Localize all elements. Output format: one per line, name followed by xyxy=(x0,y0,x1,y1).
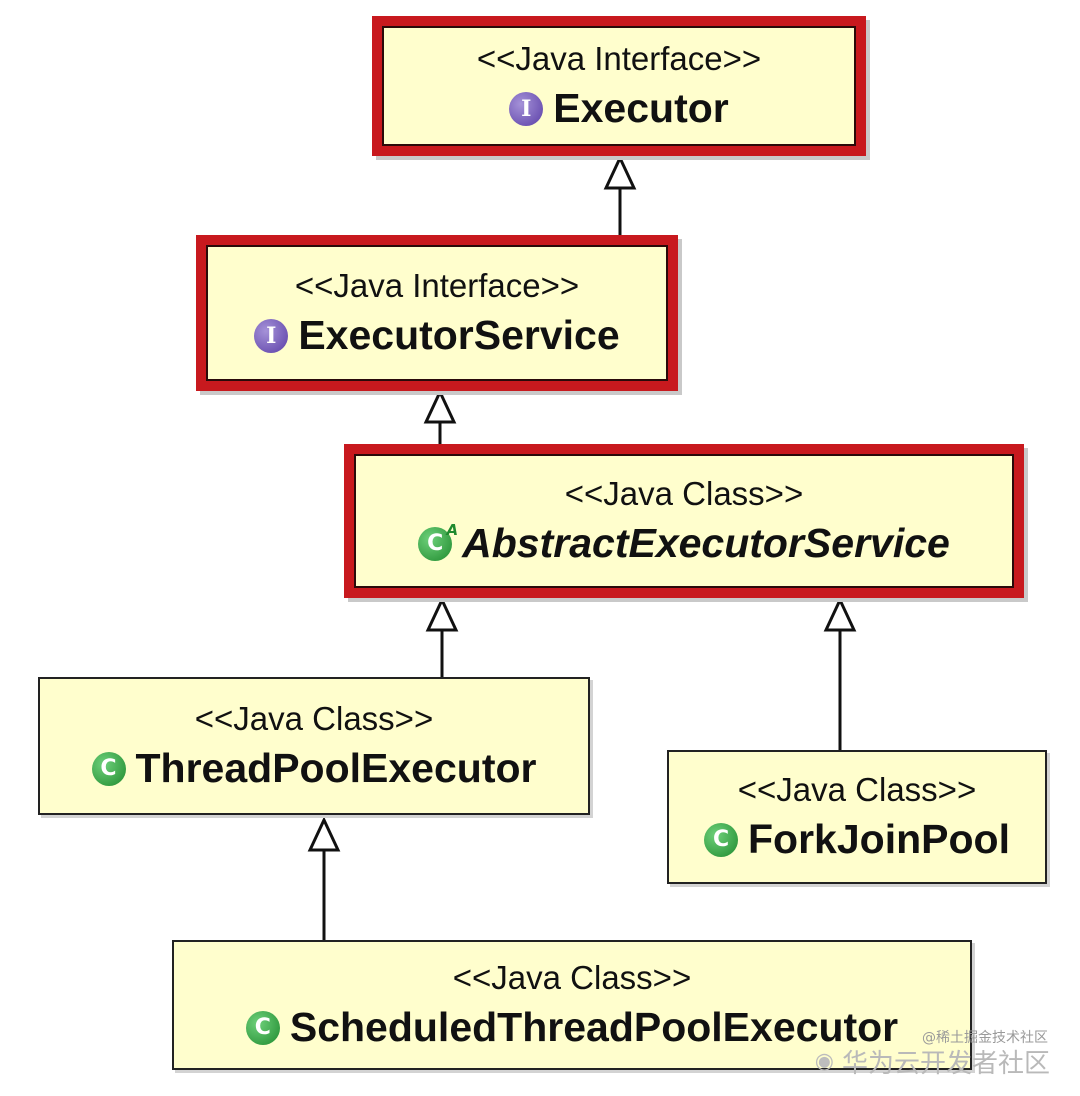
generalization-arrowhead xyxy=(823,596,857,632)
type-name: ExecutorService xyxy=(298,312,620,359)
type-name-row: I ExecutorService xyxy=(254,312,620,359)
type-name-row: C ForkJoinPool xyxy=(704,817,1010,862)
generalization-arrowhead xyxy=(603,154,637,190)
type-name: AbstractExecutorService xyxy=(462,520,950,567)
type-name-row: C ScheduledThreadPoolExecutor xyxy=(245,1004,899,1051)
type-name-row: I Executor xyxy=(509,85,729,132)
interface-icon: I xyxy=(254,318,289,353)
type-name: ScheduledThreadPoolExecutor xyxy=(289,1004,899,1051)
type-name: Executor xyxy=(553,85,729,132)
generalization-arrowhead xyxy=(307,816,341,852)
watermark-sub-text: @稀土掘金技术社区 xyxy=(922,1030,1048,1046)
stereotype-label: <<Java Class>> xyxy=(452,959,692,997)
threadpoolexecutor-class-box: <<Java Class>> C ThreadPoolExecutor xyxy=(38,677,590,815)
weibo-icon: ◉ xyxy=(814,1049,834,1074)
type-name: ForkJoinPool xyxy=(748,816,1010,863)
stereotype-label: <<Java Class>> xyxy=(194,700,434,738)
class-icon: C xyxy=(704,822,739,857)
interface-icon: I xyxy=(509,91,544,126)
scheduledthreadpoolexecutor-class-box: <<Java Class>> C ScheduledThreadPoolExec… xyxy=(172,940,972,1070)
generalization-arrowhead xyxy=(425,596,459,632)
type-name-row: C ThreadPoolExecutor xyxy=(91,745,537,792)
executorservice-interface-box: <<Java Interface>> I ExecutorService xyxy=(196,235,678,391)
stereotype-label: <<Java Class>> xyxy=(737,771,977,809)
generalization-arrowhead xyxy=(423,388,457,424)
stereotype-label: <<Java Interface>> xyxy=(294,267,580,305)
watermark-text: 华为云开发者社区 xyxy=(841,1049,1050,1079)
executor-interface-box: <<Java Interface>> I Executor xyxy=(372,16,866,156)
watermark: @稀土掘金技术社区 ◉ 华为云开发者社区 xyxy=(814,1030,1050,1080)
type-name: ThreadPoolExecutor xyxy=(135,745,537,792)
class-icon: C xyxy=(91,751,126,786)
class-icon: C xyxy=(245,1010,280,1045)
stereotype-label: <<Java Interface>> xyxy=(476,40,762,78)
stereotype-label: <<Java Class>> xyxy=(564,475,804,513)
forkjoinpool-class-box: <<Java Class>> C ForkJoinPool xyxy=(667,750,1047,884)
